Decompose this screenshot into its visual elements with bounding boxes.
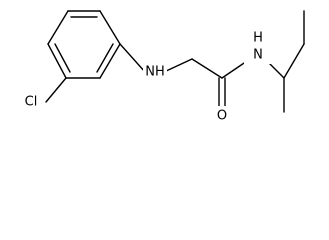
amide-nitrogen-atom: H N xyxy=(244,30,272,64)
amide-n-label: N xyxy=(253,48,263,63)
ring-bond xyxy=(47,43,67,79)
amine-nh-atom: NH xyxy=(143,63,167,81)
ch2-carbonyl-bond xyxy=(191,58,223,79)
benzene-ring xyxy=(47,10,121,79)
molecule-structure-drawing: Cl NH O H N xyxy=(18,10,305,124)
ring-nh-bond xyxy=(119,43,146,73)
amine-nh-label: NH xyxy=(145,65,165,80)
ring-bond xyxy=(99,10,121,45)
c-cl-bond xyxy=(45,77,67,103)
ring-bond xyxy=(99,43,121,79)
ring-double-bond xyxy=(96,43,114,73)
ring-bond xyxy=(47,10,69,45)
chlorine-atom: Cl xyxy=(18,93,44,111)
carbonyl-oxygen-atom: O xyxy=(214,106,230,124)
ch-ethyl-bond xyxy=(283,43,305,79)
amide-h-label: H xyxy=(253,31,263,46)
nh-ch2-bond xyxy=(163,58,193,73)
chlorine-label: Cl xyxy=(25,95,38,110)
ring-double-bond xyxy=(54,43,71,73)
carbonyl-oxygen-label: O xyxy=(217,109,227,124)
